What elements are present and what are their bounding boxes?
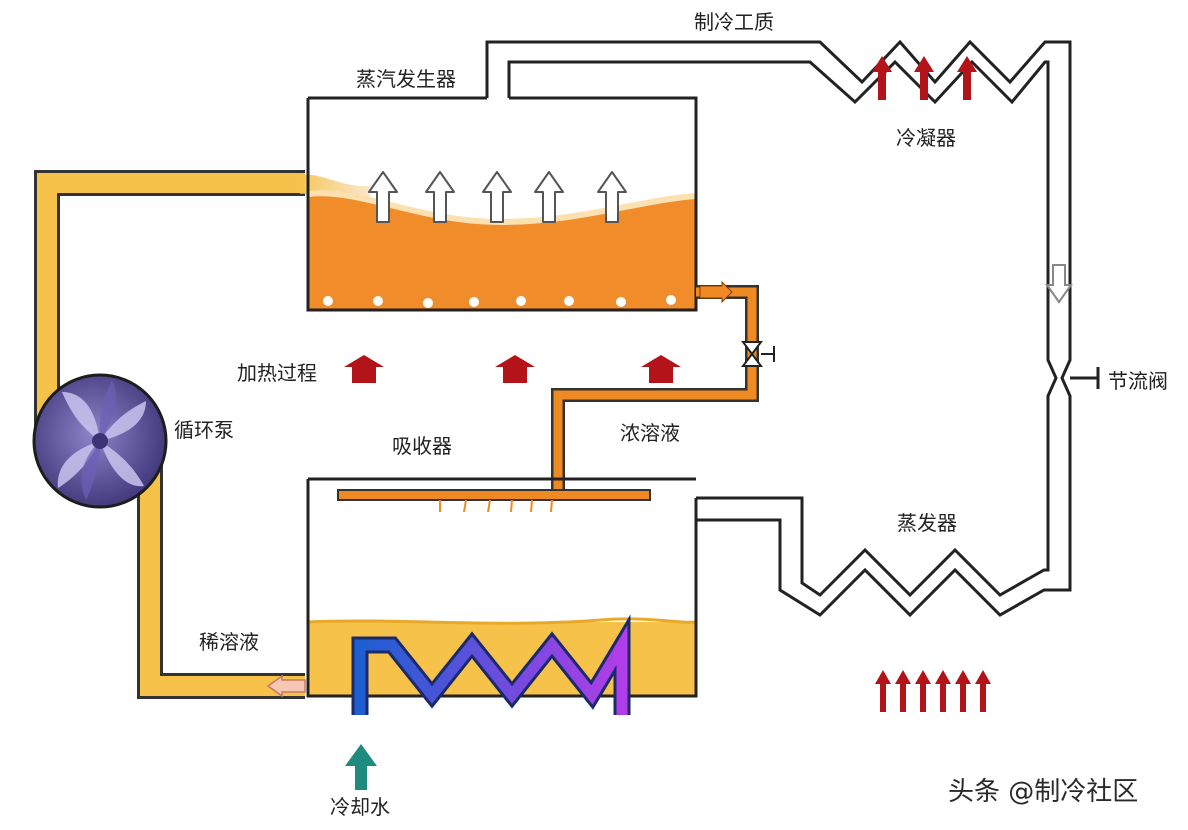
refrigerant-pipe [485,39,1072,618]
cooling-water-label: 冷却水 [330,795,390,819]
vapor-rising-arrows [368,171,627,223]
absorber-label: 吸收器 [392,434,452,458]
absorber-spray-header [337,489,651,513]
heating-process-label: 加热过程 [237,361,317,385]
throttle-valve-label: 节流阀 [1108,369,1168,393]
generator-label: 蒸汽发生器 [356,67,456,91]
weak-solution-label: 稀溶液 [199,630,259,654]
evaporator-heat-arrows [875,670,991,712]
condenser-label: 冷凝器 [896,126,956,150]
cooling-water-arrow [345,744,377,790]
circulation-pump-label: 循环泵 [174,418,234,442]
watermark: 头条 @制冷社区 [948,777,1139,807]
circulation-pump [32,373,168,509]
refrigerant-flow-arrow [1045,264,1073,304]
strong-solution-label: 浓溶液 [620,421,680,445]
condenser-heat-arrows [872,56,977,100]
heating-arrows [344,355,681,383]
weak-solution-arrow [266,674,306,698]
refrigerant-label: 制冷工质 [694,10,774,34]
evaporator-label: 蒸发器 [897,511,957,535]
cooling-water-coil [351,614,631,715]
strong-solution-pipe [551,280,775,492]
throttle-valve-handle [1070,367,1100,389]
generator-vessel [306,96,698,312]
